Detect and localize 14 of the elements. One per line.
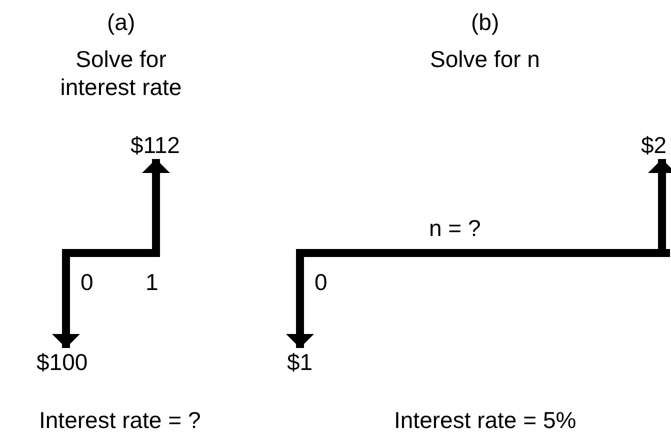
interest-rate-note: Interest rate = 5% xyxy=(394,406,576,434)
cash-amount: $1 xyxy=(287,348,313,376)
period-number: 0 xyxy=(314,268,328,296)
panel-label: (b) xyxy=(471,8,500,36)
cash-amount: $100 xyxy=(36,348,88,376)
interest-rate-note: Interest rate = ? xyxy=(39,406,201,434)
period-number: 0 xyxy=(80,268,94,296)
period-number: 1 xyxy=(146,268,158,296)
period-label: n = ? xyxy=(429,214,481,242)
cash-amount: $2 xyxy=(641,131,667,159)
panel-label: (a) xyxy=(107,8,136,36)
cash-amount: $112 xyxy=(130,131,180,159)
panel-heading: Solve for n xyxy=(430,45,540,73)
panel-heading: Solve for interest rate xyxy=(59,45,183,101)
